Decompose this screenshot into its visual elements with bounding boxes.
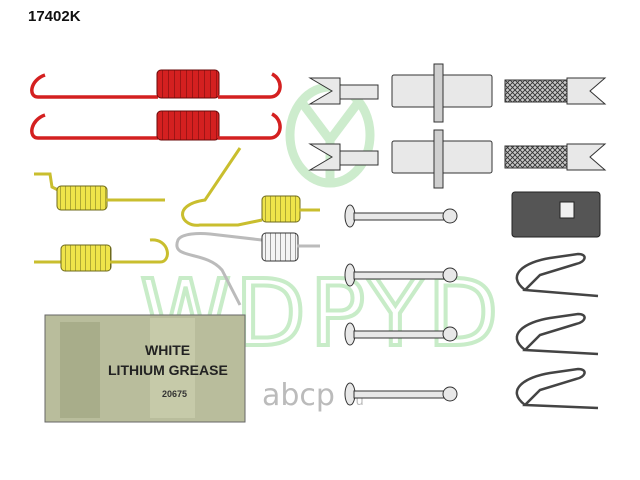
yellow-spring-lower-left xyxy=(34,238,169,272)
grease-code: 20675 xyxy=(162,389,187,399)
adjuster-fork-upper xyxy=(308,63,493,123)
hold-down-pin-3 xyxy=(344,322,458,346)
hold-down-pin-1 xyxy=(344,204,458,228)
threaded-adjuster-upper xyxy=(504,77,607,105)
threaded-adjuster-lower xyxy=(504,143,607,171)
grease-line1: WHITE xyxy=(145,342,190,358)
yellow-spring-middle xyxy=(181,147,320,227)
yellow-spring-upper-left xyxy=(34,172,165,211)
hold-down-clip-1 xyxy=(515,252,599,298)
red-return-spring-upper xyxy=(30,69,282,99)
grease-packet: WHITE LITHIUM GREASE 20675 xyxy=(44,314,246,423)
white-spring-middle xyxy=(175,232,320,306)
hold-down-clip-3 xyxy=(515,367,599,410)
adjuster-fork-lower xyxy=(308,129,493,189)
hold-down-clip-2 xyxy=(515,312,599,356)
watermark-site: abcp xyxy=(262,378,335,413)
hold-down-pin-4 xyxy=(344,382,458,406)
hold-down-pin-2 xyxy=(344,263,458,287)
adjuster-block xyxy=(511,191,601,238)
grease-line2: LITHIUM GREASE xyxy=(108,362,228,378)
part-number-label: 17402K xyxy=(28,8,81,25)
red-return-spring-lower xyxy=(30,110,282,141)
